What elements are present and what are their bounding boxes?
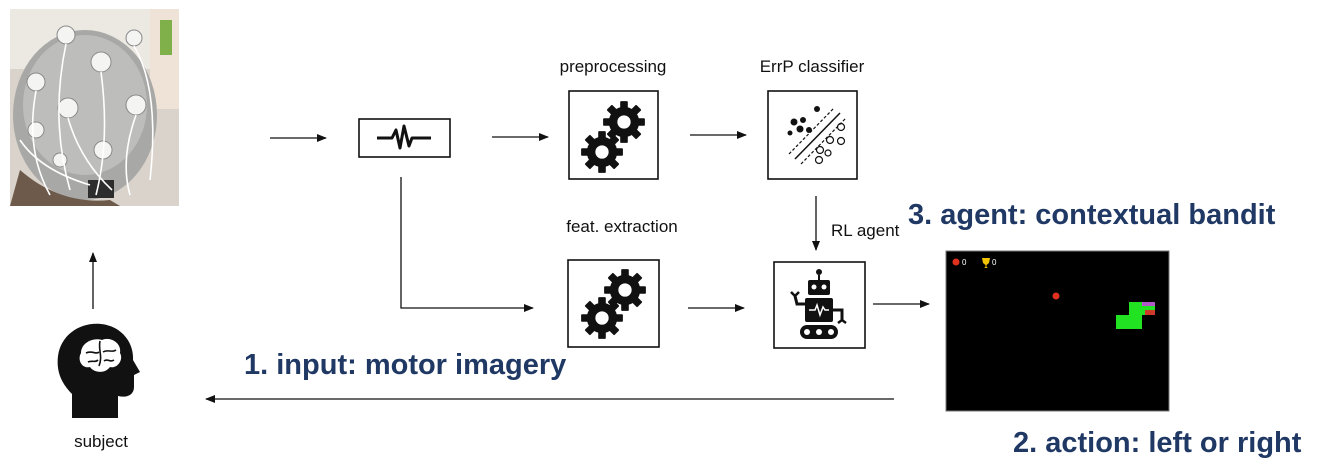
errp-classifier-box <box>767 90 858 180</box>
feat-extraction-box <box>567 259 660 348</box>
robot-icon <box>790 269 847 339</box>
feat-extraction-label: feat. extraction <box>566 217 678 236</box>
eeg-cap-photo <box>10 9 179 206</box>
waveform-icon <box>377 124 431 150</box>
trophy-counter: 0 <box>982 258 997 268</box>
preprocessing-label: preprocessing <box>560 57 667 76</box>
arrow-signal-to-feat-extraction <box>400 177 534 312</box>
rl-agent-box <box>773 261 866 349</box>
svg-text:0: 0 <box>992 258 997 267</box>
apple-icon <box>952 258 960 266</box>
svg-text:0: 0 <box>962 258 967 267</box>
brain-icon <box>79 338 122 372</box>
snake-game-screen: 0 0 <box>945 250 1170 412</box>
subject-head-icon <box>57 323 140 418</box>
preprocessing-box <box>568 90 659 180</box>
eeg-signal-box <box>358 118 451 158</box>
apple-counter: 0 <box>952 258 967 267</box>
action-title: 2. action: left or right <box>1013 427 1302 459</box>
errp-classifier-label: ErrP classifier <box>760 57 865 76</box>
snake <box>1116 302 1155 329</box>
rl-agent-label: RL agent <box>831 221 900 240</box>
apple-food <box>1052 292 1060 300</box>
agent-title: 3. agent: contextual bandit <box>908 199 1276 231</box>
subject-label: subject <box>74 432 128 451</box>
trophy-icon <box>982 258 990 268</box>
classifier-scatter-icon <box>787 106 847 165</box>
input-title: 1. input: motor imagery <box>244 349 566 381</box>
